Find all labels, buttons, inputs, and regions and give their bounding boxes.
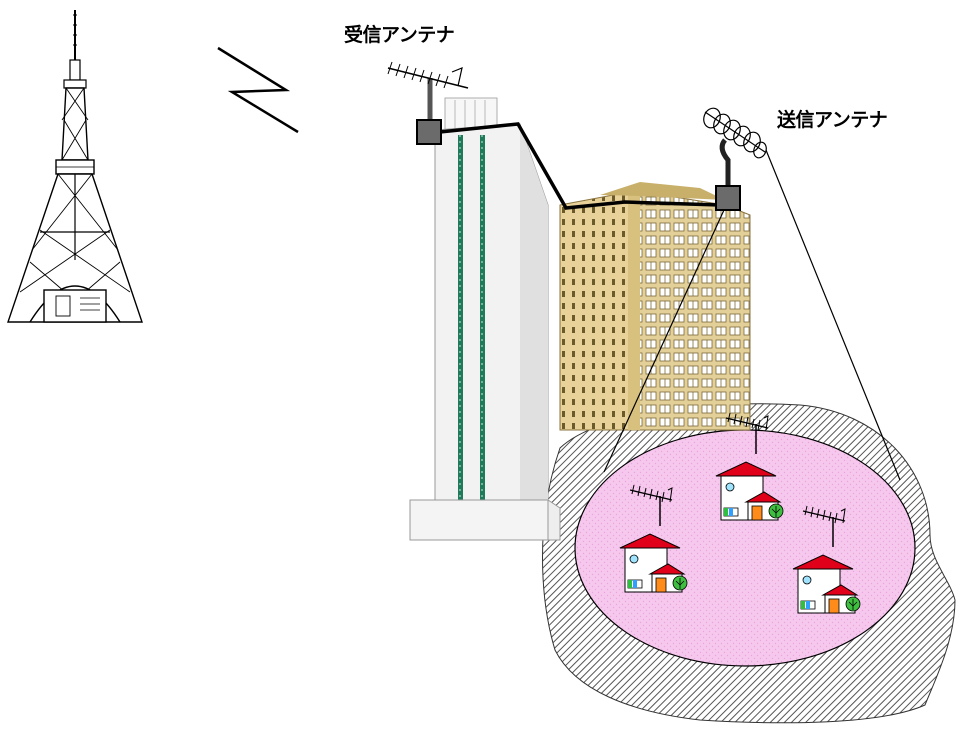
receive-antenna-label: 受信アンテナ bbox=[344, 24, 455, 46]
tv-tower-icon bbox=[7, 10, 143, 323]
apartment-building bbox=[559, 182, 751, 431]
office-tower bbox=[409, 97, 561, 541]
signal-cable bbox=[429, 122, 721, 210]
beam-left-edge bbox=[603, 209, 725, 473]
helical-antenna-icon bbox=[703, 107, 767, 186]
receive-unit-box bbox=[416, 119, 442, 145]
radio-wave-icon bbox=[217, 46, 299, 134]
yagi-antenna-icon bbox=[387, 61, 469, 120]
beam-right-edge bbox=[765, 149, 901, 481]
transmit-unit-box bbox=[715, 185, 741, 211]
transmit-antenna-label: 送信アンテナ bbox=[777, 109, 888, 131]
